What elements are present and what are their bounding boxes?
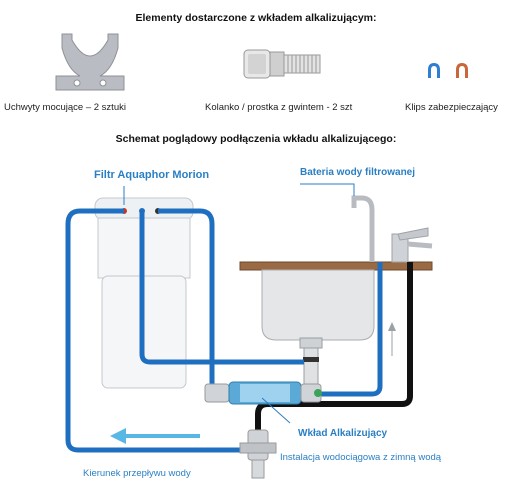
- flow-arrow-icon: [110, 428, 200, 444]
- schema-title: Schemat poglądowy podłączenia wkładu alk…: [115, 133, 397, 145]
- mounting-bracket-icon: [50, 30, 130, 92]
- supply-label: Instalacja wodociągowa z zimną wodą: [280, 452, 442, 463]
- faucet-label: Bateria wody filtrowanej: [300, 167, 415, 178]
- delivered-items-title: Elementy dostarczone z wkładem alkalizuj…: [135, 12, 377, 24]
- safety-clip-icon: [424, 60, 474, 82]
- item-caption-clips: Klips zabezpieczający: [405, 102, 498, 113]
- supply-pipe: [255, 262, 413, 460]
- callout-lines: [123, 183, 355, 424]
- threaded-connector-icon: [238, 42, 328, 86]
- blue-pipes: [65, 208, 383, 453]
- supply-tee-valve: [239, 429, 277, 479]
- faucet: [351, 195, 433, 263]
- sink: [239, 261, 433, 385]
- item-caption-brackets: Uchwyty mocujące – 2 sztuki: [4, 102, 126, 113]
- flow-label: Kierunek przepływu wody: [83, 468, 191, 479]
- item-caption-connector: Kolanko / prostka z gwintem - 2 szt: [205, 102, 353, 113]
- up-arrow-icon: [388, 322, 396, 356]
- filter-label: Filtr Aquaphor Morion: [94, 169, 209, 181]
- alkalizing-cartridge: [204, 381, 322, 405]
- connection-schematic: Filtr Aquaphor Morion Bateria wody filtr…: [65, 167, 442, 479]
- cartridge-label: Wkład Alkalizujący: [298, 428, 388, 439]
